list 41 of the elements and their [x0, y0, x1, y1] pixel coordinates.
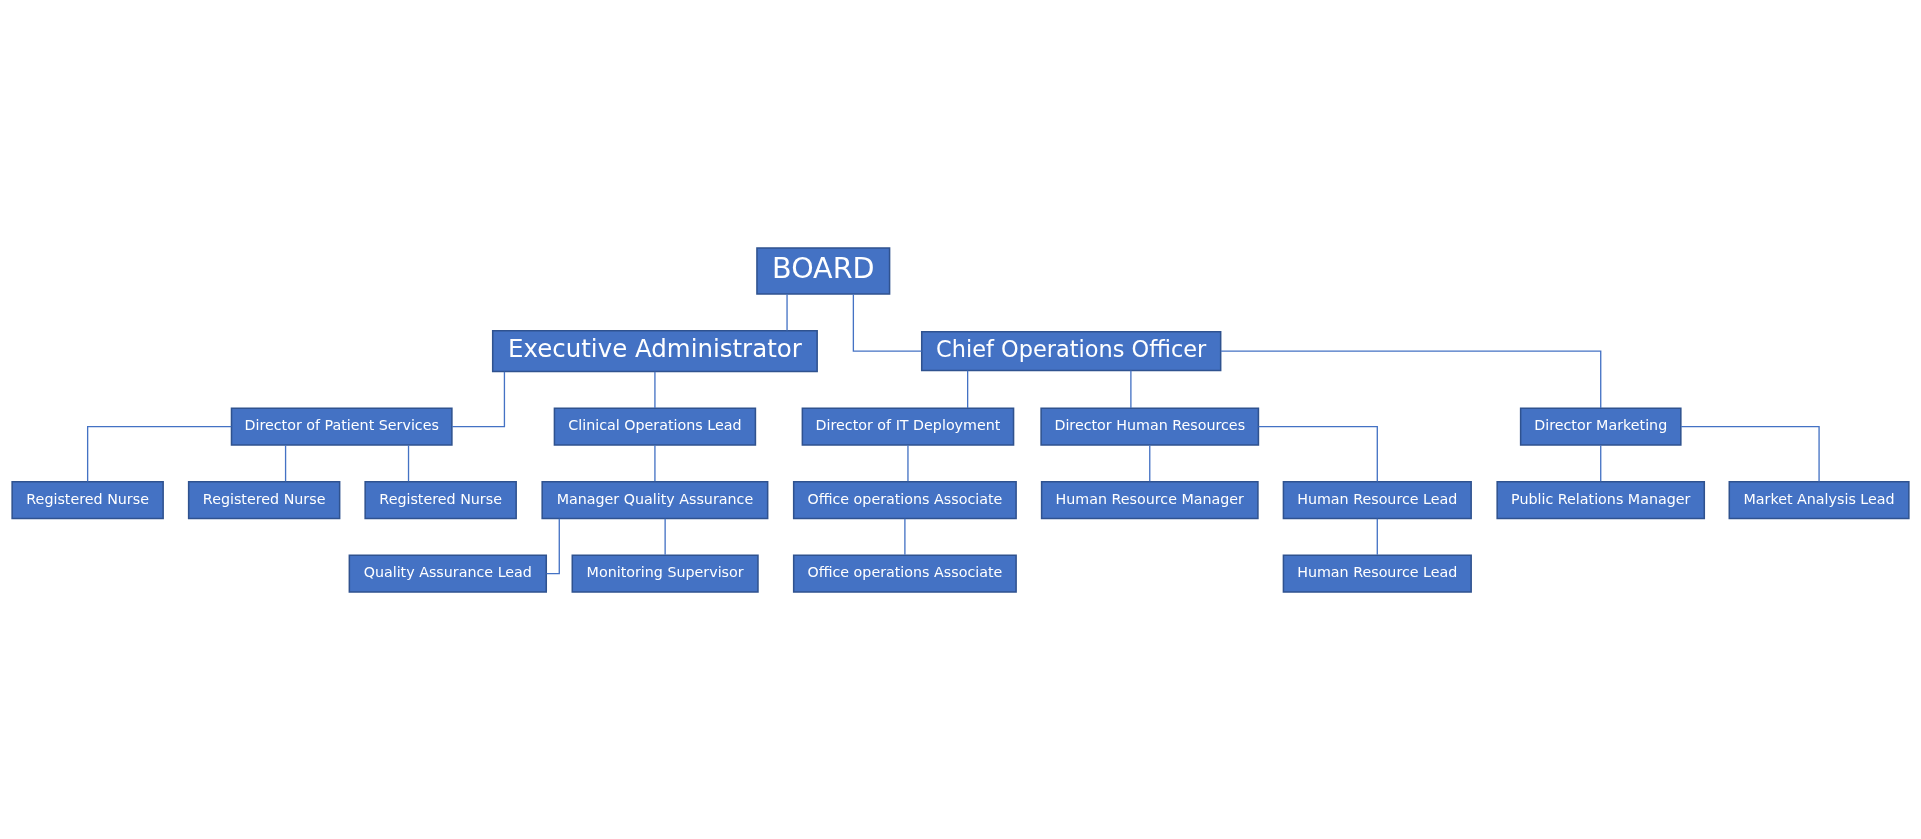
- connector: [654, 370, 656, 409]
- connector: [1220, 349, 1602, 409]
- connector: [654, 444, 656, 482]
- connector: [852, 293, 923, 352]
- node-box: Director of IT Deployment: [801, 407, 1015, 446]
- connector: [1257, 425, 1378, 482]
- connector: [786, 293, 788, 331]
- connector: [545, 517, 560, 574]
- connector: [284, 444, 287, 482]
- connector: [1680, 425, 1820, 482]
- node-box: Chief Operations Officer: [920, 330, 1222, 371]
- connector: [86, 425, 233, 482]
- connector: [1130, 369, 1132, 409]
- node-box: Registered Nurse: [11, 480, 164, 519]
- connector: [1376, 517, 1378, 555]
- node-box: Human Resource Lead: [1282, 480, 1472, 519]
- node-box: Director of Patient Services: [230, 407, 453, 446]
- node-box: Clinical Operations Lead: [553, 407, 757, 446]
- node-box: Registered Nurse: [187, 480, 341, 519]
- node-box: Manager Quality Assurance: [541, 480, 769, 519]
- node-box: Director Marketing: [1519, 407, 1682, 446]
- node-box: Director Human Resources: [1040, 407, 1260, 446]
- node-box: Monitoring Supervisor: [571, 553, 759, 593]
- connector: [664, 517, 666, 555]
- node-box: Executive Administrator: [491, 329, 818, 372]
- node-box: BOARD: [756, 246, 891, 295]
- node-box: Quality Assurance Lead: [348, 553, 548, 593]
- connector: [407, 444, 410, 482]
- node-box: Market Analysis Lead: [1728, 480, 1910, 519]
- connector: [904, 517, 906, 555]
- node-box: Human Resource Manager: [1040, 480, 1259, 519]
- connector: [1600, 444, 1602, 482]
- connector: [1149, 444, 1151, 482]
- node-box: Public Relations Manager: [1496, 480, 1706, 519]
- connector: [451, 370, 506, 427]
- node-box: Office operations Associate: [792, 480, 1017, 519]
- node-box: Office operations Associate: [792, 553, 1017, 593]
- node-box: Registered Nurse: [364, 480, 517, 519]
- node-box: Human Resource Lead: [1282, 553, 1472, 593]
- connector: [966, 369, 969, 409]
- connector: [907, 444, 909, 482]
